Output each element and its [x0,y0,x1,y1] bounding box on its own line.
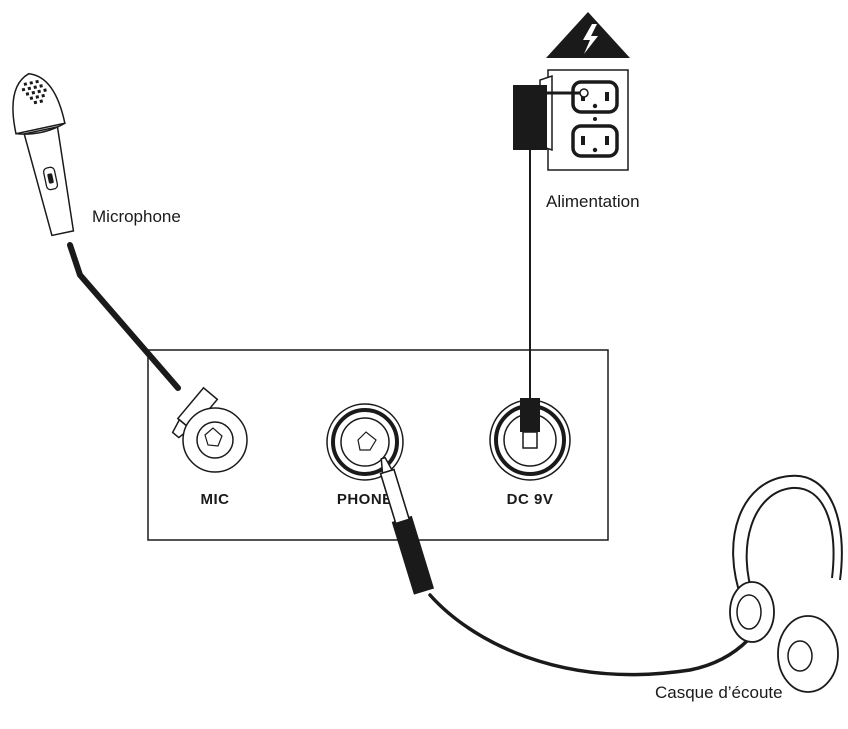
dc-port-label: DC 9V [507,491,554,508]
headphones-label: Casque d’écoute [655,683,783,702]
microphone-icon [12,72,75,237]
microphone-cable [67,242,219,439]
headphones-icon [729,474,843,693]
microphone-label: Microphone [92,207,181,226]
headphone-plug [379,468,434,595]
mic-port-label: MIC [201,491,230,508]
power-cable [520,150,540,449]
phones-port-label: PHONES [337,491,403,508]
warning-high-voltage-icon [546,12,630,58]
mic-jack [182,407,248,473]
power-adapter-icon [513,74,589,160]
power-label: Alimentation [546,192,640,211]
wall-outlet-icon [547,69,629,171]
